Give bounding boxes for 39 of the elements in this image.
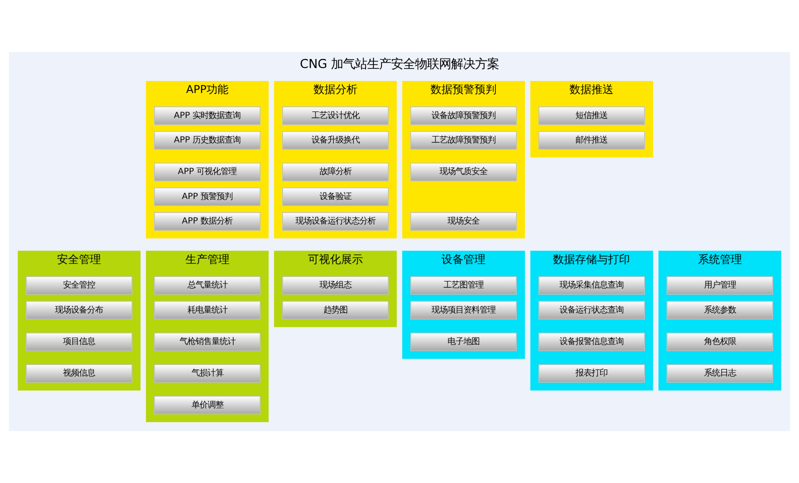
node-box: 现场项目资料管理 — [410, 300, 517, 320]
node-box: 现场安全 — [410, 212, 517, 231]
node-box: 单价调整 — [154, 396, 261, 414]
node-box: 气枪销售量统计 — [154, 332, 261, 352]
node-box: 系统参数 — [666, 300, 774, 320]
node-box: 现场采集信息查询 — [538, 276, 645, 295]
node-box: APP 数据分析 — [154, 212, 261, 231]
diagram-title: CNG 加气站生产安全物联网解决方案 — [300, 57, 500, 72]
node-box: 现场组态 — [282, 276, 389, 295]
node-box: 设备报警信息查询 — [538, 332, 645, 352]
node-box: 系统日志 — [666, 364, 774, 383]
node-box: 设备验证 — [282, 187, 389, 206]
node-box: 工艺图管理 — [410, 276, 517, 295]
node-box: 工艺故障预警预判 — [410, 131, 517, 150]
node-box: 设备运行状态查询 — [538, 300, 645, 320]
node-box: 现场设备分布 — [26, 300, 132, 320]
node-box: 设备故障预警预判 — [410, 106, 517, 125]
node-box: APP 实时数据查询 — [154, 106, 261, 125]
node-box: APP 可视化管理 — [154, 162, 261, 182]
node-box: 邮件推送 — [538, 131, 645, 150]
node-box: 现场气质安全 — [410, 162, 517, 182]
node-box: 报表打印 — [538, 364, 645, 383]
node-box: 耗电量统计 — [154, 300, 261, 320]
node-box: 用户管理 — [666, 276, 774, 295]
node-box: 安全管控 — [26, 276, 132, 295]
node-box: 角色权限 — [666, 332, 774, 352]
node-box: 电子地图 — [410, 332, 517, 352]
node-box: 趋势图 — [282, 300, 389, 320]
node-box: 短信推送 — [538, 106, 645, 125]
node-box: 现场设备运行状态分析 — [282, 212, 389, 231]
node-box: 设备升级换代 — [282, 131, 389, 150]
node-box: 工艺设计优化 — [282, 106, 389, 125]
node-box: APP 历史数据查询 — [154, 131, 261, 150]
node-box: 视频信息 — [26, 364, 132, 383]
node-box: APP 预警预判 — [154, 187, 261, 206]
node-box: 总气量统计 — [154, 276, 261, 295]
node-box: 项目信息 — [26, 332, 132, 352]
node-box: 气损计算 — [154, 364, 261, 383]
node-box: 故障分析 — [282, 162, 389, 182]
